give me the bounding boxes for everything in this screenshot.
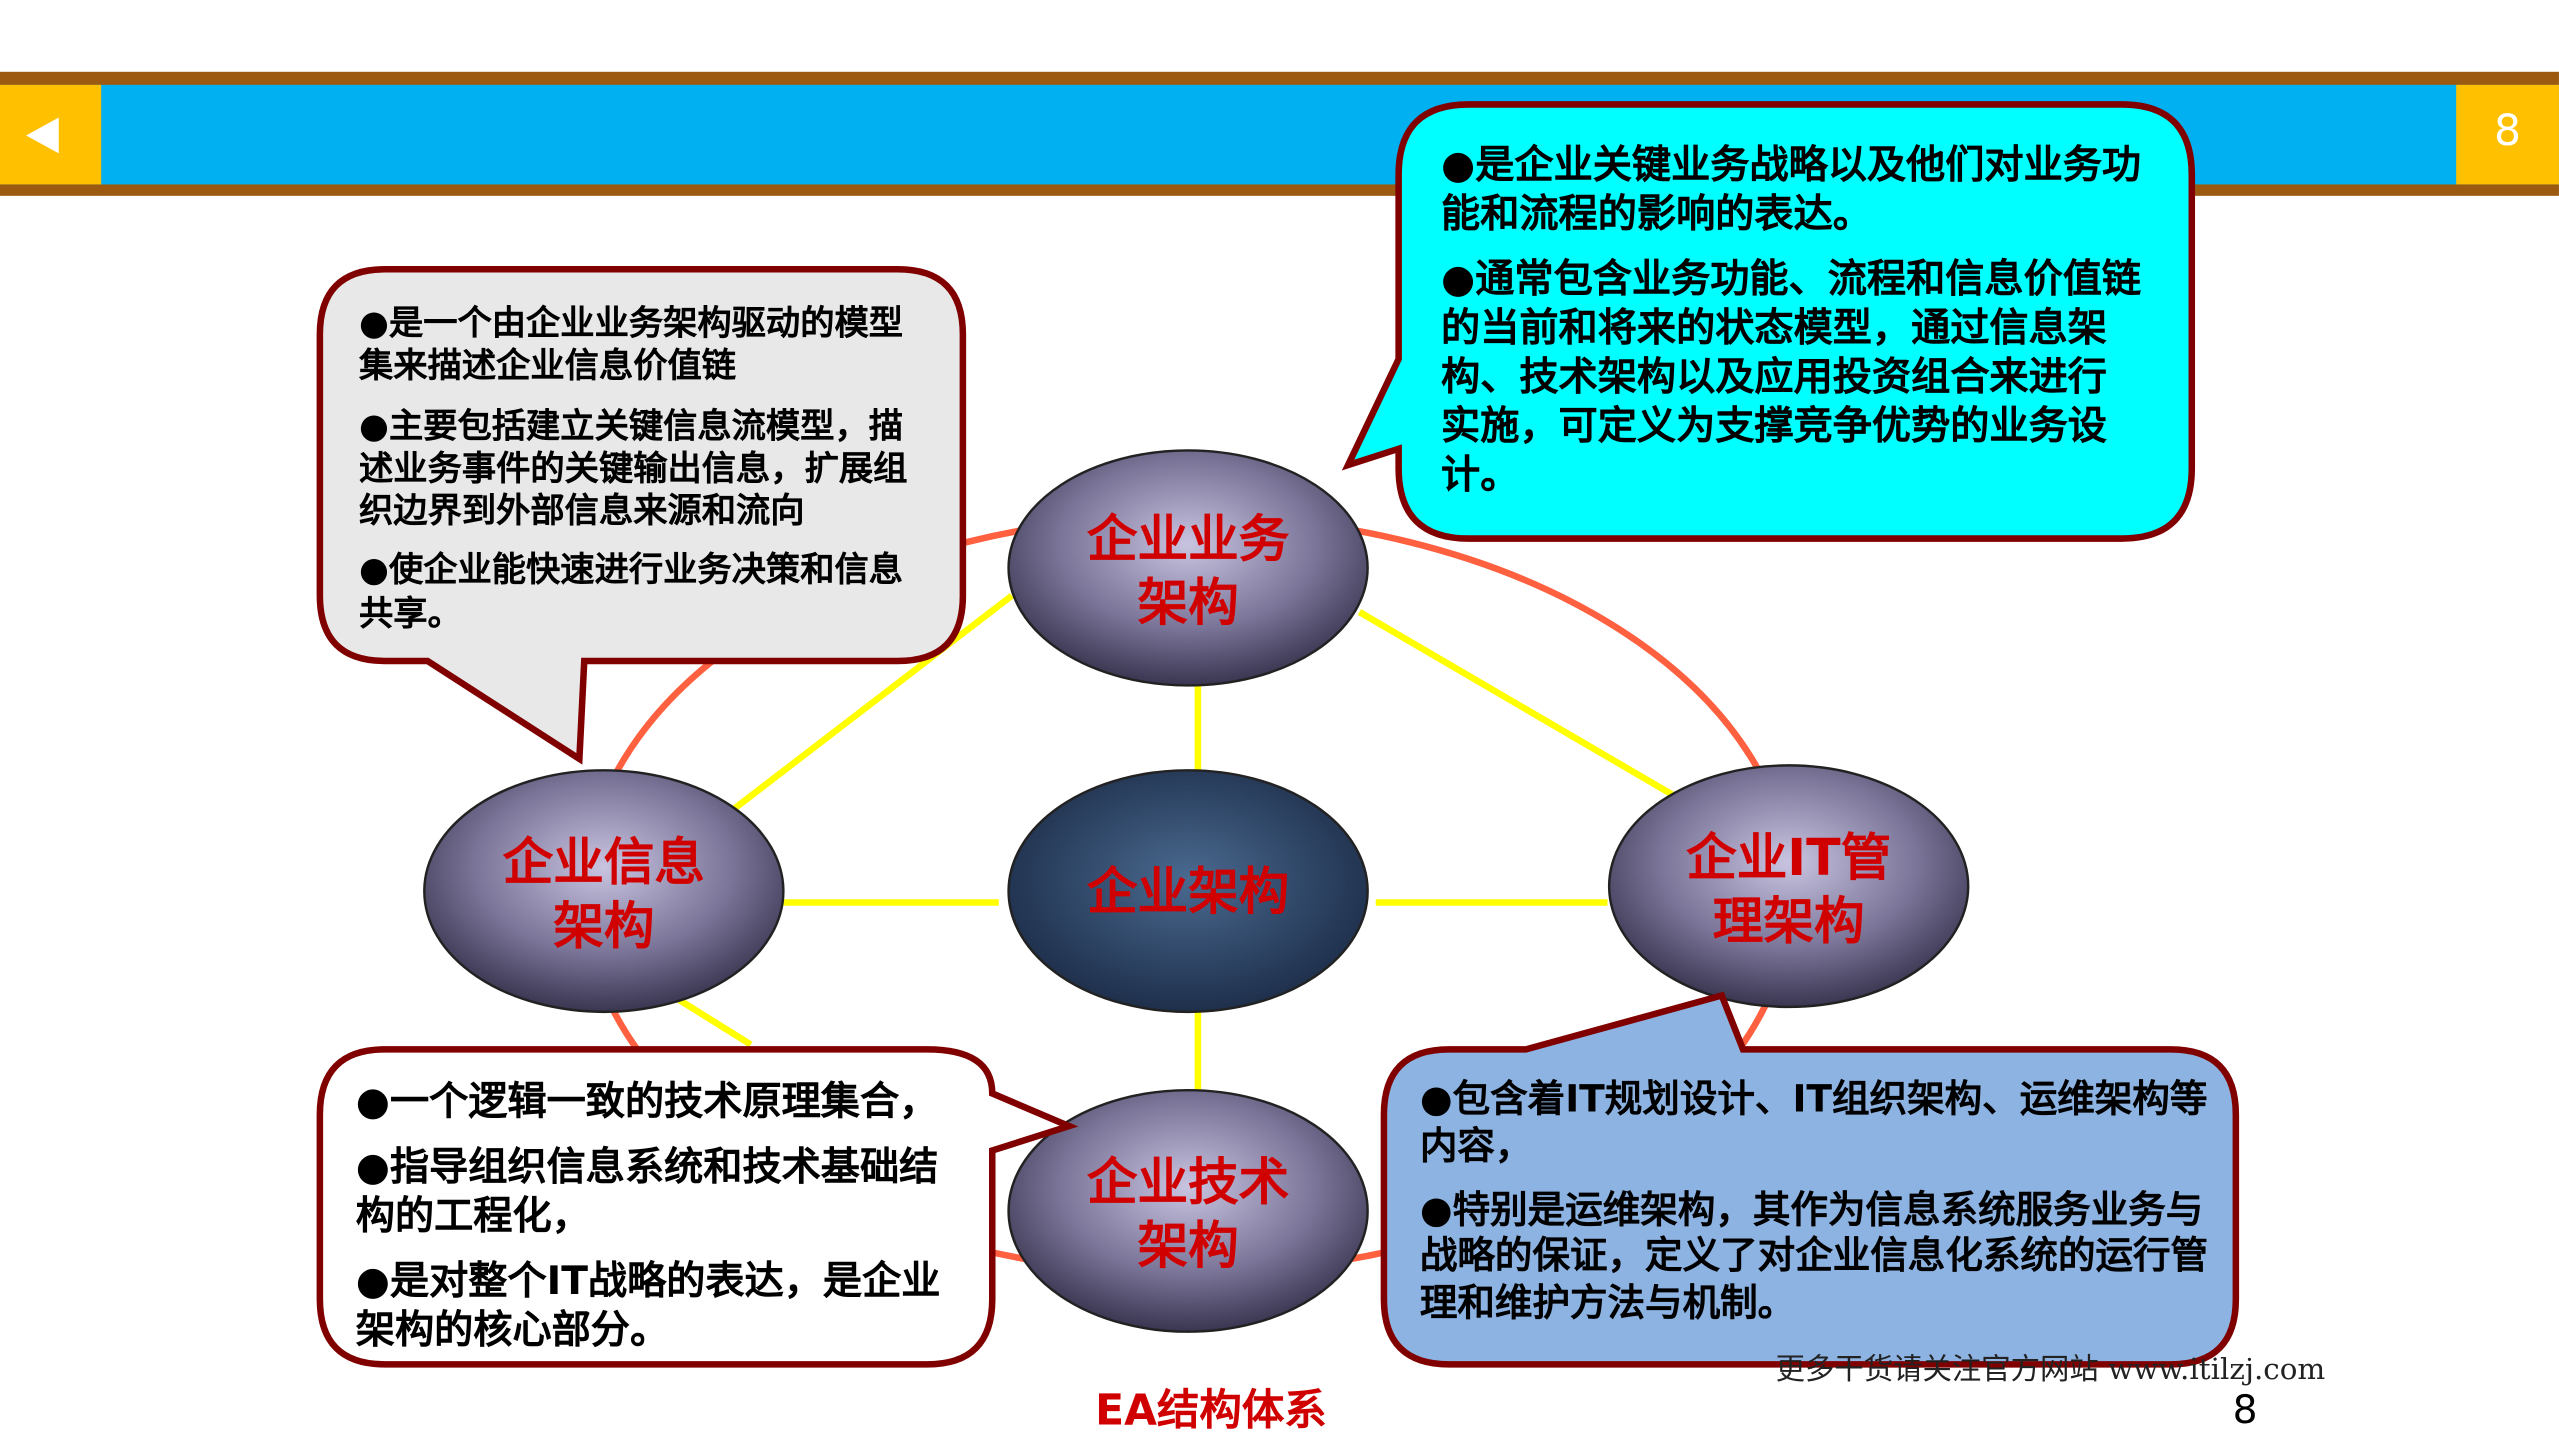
node-business-label: 企业业务 架构: [1086, 510, 1290, 633]
callout-information: [316, 266, 967, 765]
node-information-label: 企业信息 架构: [502, 833, 706, 956]
callout-item: ●使企业能快速进行业务决策和信息共享。: [359, 550, 904, 633]
callout-item: ●指导组织信息系统和技术基础结构的工程化，: [355, 1144, 939, 1239]
node-center: [1007, 769, 1369, 1014]
triangle-left-icon[interactable]: [26, 117, 59, 154]
callout-business-text: ●是企业关键业务战略以及他们对业务功能和流程的影响的表达。 ●通常包含业务功能、…: [1441, 140, 2143, 515]
node-technology: [1007, 1088, 1369, 1333]
footer-page-number: 8: [2232, 1387, 2258, 1433]
watermark: 更多干货请关注官方网站 www.itilzj.com: [1775, 1352, 2326, 1388]
callout-item: ●是一个由企业业务架构驱动的模型集来描述企业信息价值链: [359, 303, 904, 386]
callout-item: ●是企业关键业务战略以及他们对业务功能和流程的影响的表达。: [1441, 141, 2142, 237]
node-center-label: 企业架构: [1086, 863, 1290, 923]
callout-item: ●是对整个IT战略的表达，是企业架构的核心部分。: [355, 1258, 941, 1353]
callout-it-management-text: ●包含着IT规划设计、IT组织架构、运维架构等内容， ●特别是运维架构，其作为信…: [1420, 1077, 2212, 1344]
page-tab: [2456, 84, 2559, 185]
diagram-caption: EA结构体系: [1095, 1387, 1327, 1437]
callout-item: ●主要包括建立关键信息流模型，描述业务事件的关键输出信息，扩展组织边界到外部信息…: [359, 405, 908, 531]
callout-item: ●特别是运维架构，其作为信息系统服务业务与战略的保证，定义了对企业信息化系统的运…: [1419, 1188, 2209, 1326]
node-information: [423, 769, 785, 1014]
node-it-management: [1607, 764, 1970, 1009]
callout-information-text: ●是一个由企业业务架构驱动的模型集来描述企业信息价值链 ●主要包括建立关键信息流…: [359, 302, 930, 651]
node-business: [1007, 449, 1369, 687]
callout-item: ●包含着IT规划设计、IT组织架构、运维架构等内容，: [1419, 1078, 2208, 1169]
callout-item: ●通常包含业务功能、流程和信息价值链的当前和将来的状态模型，通过信息架构、技术架…: [1441, 256, 2142, 498]
connectors: [675, 593, 1683, 1091]
callout-business: [1341, 101, 2196, 542]
callout-it-management: [1380, 991, 2240, 1368]
header-page-number: 8: [2494, 107, 2522, 157]
callout-technology-text: ●一个逻辑一致的技术原理集合， ●指导组织信息系统和技术基础结构的工程化， ●是…: [356, 1077, 976, 1371]
callout-item: ●一个逻辑一致的技术原理集合，: [355, 1078, 939, 1125]
node-technology-label: 企业技术 架构: [1086, 1153, 1290, 1276]
callout-technology: [316, 1046, 1079, 1368]
node-it-management-label: 企业IT管 理架构: [1686, 829, 1892, 952]
